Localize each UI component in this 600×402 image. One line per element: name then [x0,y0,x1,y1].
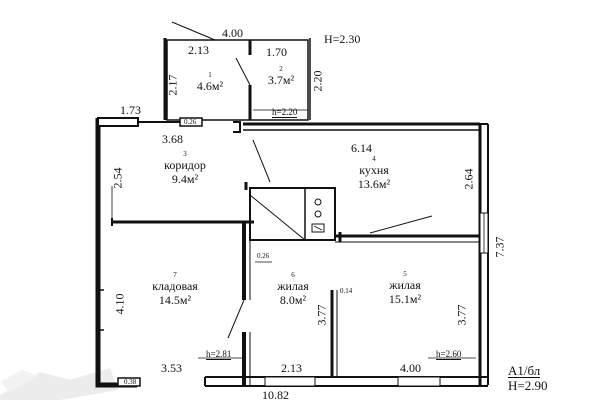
dim-3-68: 3.68 [162,132,183,146]
room-7-label: 7 кладовая 14.5м² [130,271,220,308]
dim-7-37: 7.37 [492,236,507,258]
room-6-label: 6 жилая 8.0м² [258,271,328,308]
dim-3-77-left: 3.77 [314,304,329,326]
dim-total-width: 10.82 [262,388,289,402]
dim-3-77-right: 3.77 [454,304,469,326]
room-3-area: 9.4м² [171,172,199,186]
room-7-name: кладовая [152,279,198,293]
dim-2-13-top: 2.13 [188,43,209,57]
room-5-number: 5 [403,270,407,278]
dim-0-38: 0.38 [124,378,137,386]
room-5-name: жилая [389,278,421,292]
dim-0-14: 0.14 [340,287,353,295]
scan-texture [0,368,118,400]
dim-6-14: 6.14 [351,141,372,155]
dim-1-73: 1.73 [120,103,141,117]
room-6-name: жилая [277,279,309,293]
dim-top-width: 4.00 [222,26,243,40]
room-1-number: 1 [208,71,212,79]
room-7-area: 14.5м² [158,293,192,307]
dim-2-54: 2.54 [110,167,125,189]
room-5-area: 15.1м² [388,292,422,306]
interior-walls [111,139,480,385]
room-4-number: 4 [372,155,376,163]
dim-2-13-bottom: 2.13 [281,361,302,375]
dimension-lines [111,109,476,359]
dim-2-64: 2.64 [461,168,476,190]
room-5-label: 5 жилая 15.1м² [365,270,445,307]
dim-4-10: 4.10 [112,293,127,315]
room-2-number: 2 [279,65,283,73]
dim-3-53: 3.53 [161,361,182,375]
dim-4-00-bottom: 4.00 [400,361,421,375]
ceiling-h-2-20: h=2.20 [272,107,298,118]
room-1-area: 4.6м² [196,79,224,93]
dim-0-26-top: 0.26 [184,118,197,126]
room-6-area: 8.0м² [279,293,307,307]
room-2-area: 3.7м² [267,73,295,87]
sheet-label: A1/бл [508,363,541,378]
dim-2-17: 2.17 [165,74,180,96]
room-6-number: 6 [291,271,295,279]
ceiling-h-2-81: h=2.81 [206,349,232,360]
main-walls [95,117,489,388]
dim-0-26-mid: 0.26 [257,252,270,260]
room-2-label: 2 3.7м² [256,65,306,88]
room-4-label: 4 кухня 13.6м² [334,155,414,192]
ceiling-height-annex: H=2.30 [324,32,361,46]
room-4-name: кухня [359,163,389,177]
room-3-name: коридор [164,158,206,172]
ceiling-height-main: H=2.90 [508,378,548,393]
room-3-number: 3 [183,150,187,158]
dim-2-20: 2.20 [310,70,325,92]
room-4-area: 13.6м² [357,177,391,191]
room-1-label: 1 4.6м² [190,71,230,94]
ceiling-h-2-60: h=2.60 [436,349,462,360]
room-7-number: 7 [173,271,177,279]
room-3-label: 3 коридор 9.4м² [145,150,225,187]
dim-1-70: 1.70 [266,45,287,59]
